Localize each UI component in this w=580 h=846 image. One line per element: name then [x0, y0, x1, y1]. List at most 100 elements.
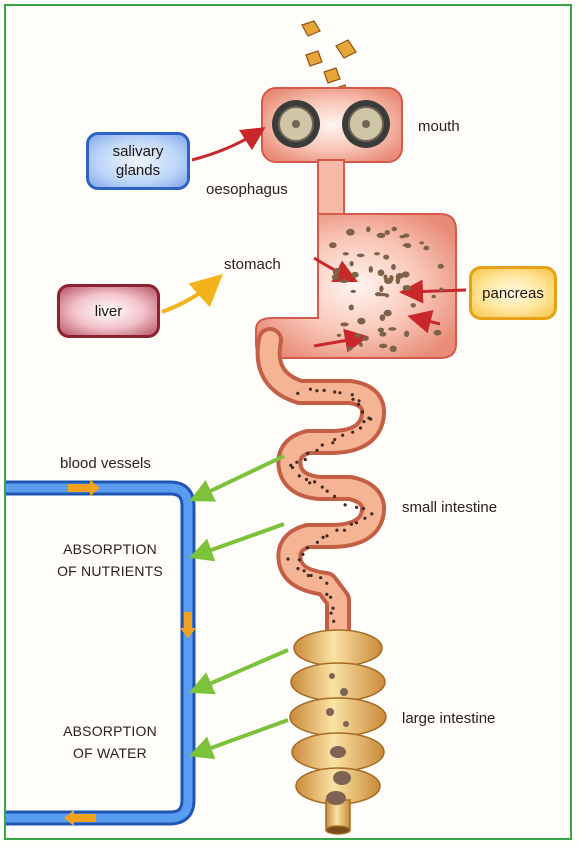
intestine-food-dot — [298, 474, 301, 477]
intestine-food-dot — [357, 403, 360, 406]
stomach-food-chunk — [366, 226, 370, 232]
label-absorption-water: ABSORPTION OF WATER — [40, 720, 180, 764]
intestine-food-dot — [369, 418, 372, 421]
stomach-food-chunk — [359, 342, 363, 346]
stomach-food-chunk — [343, 252, 349, 255]
stomach-food-chunk — [403, 285, 412, 291]
stomach-food-chunk — [432, 295, 436, 299]
intestine-food-dot — [361, 410, 364, 413]
intestine-food-dot — [315, 449, 318, 452]
intestine-food-dot — [351, 393, 354, 396]
intestine-food-dot — [330, 612, 333, 615]
stomach-food-chunk — [423, 246, 429, 251]
stomach-food-chunk — [340, 322, 348, 326]
intestine-food-dot — [305, 478, 308, 481]
intestine-food-dot — [370, 512, 373, 515]
stomach-food-chunk — [379, 344, 387, 349]
stomach-food-chunk — [434, 330, 442, 336]
intestine-food-dot — [319, 576, 322, 579]
intestine-food-dot — [304, 458, 307, 461]
stomach-food-chunk — [392, 227, 398, 231]
intestine-food-dot — [315, 389, 318, 392]
intestine-food-dot — [332, 620, 335, 623]
label-absorption-nutrients: ABSORPTION OF NUTRIENTS — [40, 538, 180, 582]
stomach-food-chunk — [347, 346, 353, 350]
stomach-food-chunk — [374, 252, 380, 255]
intestine-food-dot — [333, 495, 336, 498]
intestine-food-dot — [332, 607, 335, 610]
stomach-food-chunk — [399, 235, 405, 238]
stomach-food-chunk — [379, 332, 386, 337]
intestine-food-dot — [308, 481, 311, 484]
stomach-food-chunk — [350, 290, 356, 293]
liver-label: liver — [95, 302, 123, 321]
stomach-food-chunk — [385, 230, 390, 235]
stomach-food-chunk — [378, 328, 384, 333]
intestine-food-dot — [325, 593, 328, 596]
stomach-food-chunk — [404, 331, 409, 337]
intestine-food-dot — [343, 529, 346, 532]
stomach-food-chunk — [390, 346, 397, 352]
salivary-glands-label: salivary glands — [103, 142, 173, 180]
intestine-food-dot — [291, 466, 294, 469]
stomach-food-chunk — [351, 272, 358, 278]
intestine-food-dot — [296, 392, 299, 395]
pancreas-box: pancreas — [469, 266, 557, 320]
stomach-food-chunk — [333, 268, 339, 275]
intestine-food-dot — [321, 486, 324, 489]
intestine-food-dot — [362, 507, 365, 510]
label-small-intestine: small intestine — [402, 499, 497, 516]
stomach-food-chunk — [380, 314, 386, 321]
intestine-food-dot — [331, 441, 334, 444]
intestine-food-dot — [341, 434, 344, 437]
stomach-food-chunk — [337, 334, 341, 337]
stomach-food-chunk — [350, 261, 354, 266]
intestine-food-dot — [306, 452, 309, 455]
stomach-food-chunk — [438, 264, 444, 269]
stomach-food-chunk — [329, 242, 337, 248]
small-intestine-tube — [269, 340, 373, 640]
stomach-food-chunk — [357, 318, 365, 325]
intestine-food-dot — [301, 553, 304, 556]
stomach-food-chunk — [378, 270, 385, 277]
intestine-food-dot — [358, 399, 361, 402]
liver-arrow — [162, 282, 214, 312]
intestine-food-dot — [333, 390, 336, 393]
intestine-food-dot — [344, 503, 347, 506]
intestine-food-dot — [309, 388, 312, 391]
stomach-food-chunk — [402, 271, 410, 277]
stomach-food-chunk — [383, 255, 389, 260]
stomach-food-chunk — [403, 243, 410, 247]
label-large-intestine: large intestine — [402, 710, 495, 727]
intestine-food-dot — [363, 517, 366, 520]
intestine-food-dot — [310, 574, 313, 577]
intestine-food-dot — [355, 521, 358, 524]
stomach-food-chunk — [357, 254, 365, 258]
stomach-food-chunk — [419, 241, 424, 244]
intestine-food-dot — [321, 443, 324, 446]
label-mouth: mouth — [418, 118, 460, 135]
intestine-food-dot — [350, 523, 353, 526]
intestine-food-dot — [316, 541, 319, 544]
intestine-food-dot — [355, 506, 358, 509]
stomach-food-chunk — [340, 279, 349, 283]
intestine-food-dot — [295, 461, 298, 464]
stomach-food-chunk — [411, 303, 416, 307]
intestine-food-dot — [359, 426, 362, 429]
intestine-food-dot — [286, 557, 289, 560]
label-stomach: stomach — [224, 256, 281, 273]
intestine-food-dot — [306, 546, 309, 549]
intestine-food-dot — [326, 490, 329, 493]
liver-box: liver — [57, 284, 160, 338]
intestine-food-dot — [333, 438, 336, 441]
pancreas-label: pancreas — [482, 284, 544, 303]
absorption-nutrients-line2: OF NUTRIENTS — [40, 560, 180, 582]
blood-flow-arrows — [64, 480, 196, 826]
intestine-food-dot — [329, 596, 332, 599]
absorption-water-line2: OF WATER — [40, 742, 180, 764]
stomach-food-chunk — [379, 286, 383, 293]
intestine-food-dot — [325, 582, 328, 585]
absorption-water-line1: ABSORPTION — [40, 720, 180, 742]
intestine-food-dot — [335, 529, 338, 532]
